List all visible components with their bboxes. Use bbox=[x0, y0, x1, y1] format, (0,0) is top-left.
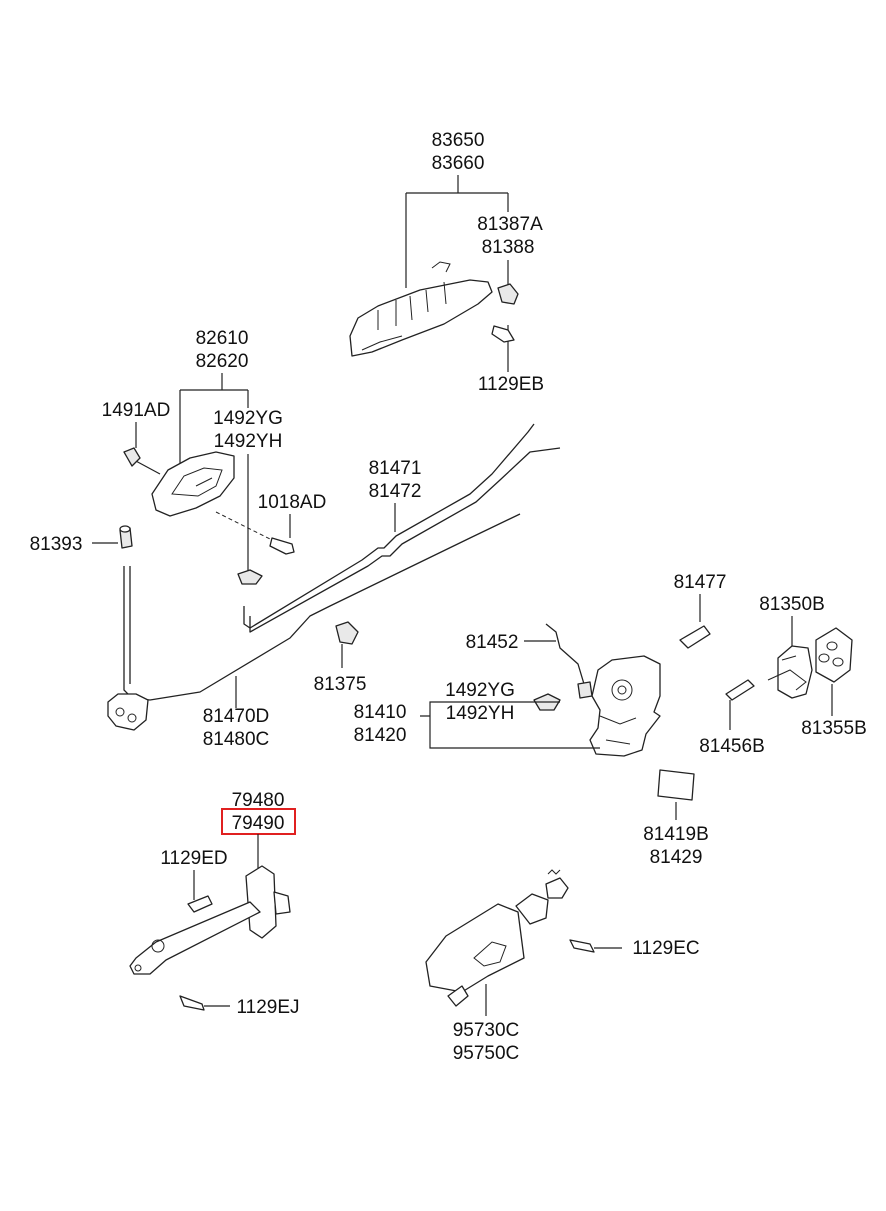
part-label-81419B[interactable]: 81419B bbox=[643, 824, 709, 845]
clip-1492YG-a bbox=[237, 569, 263, 585]
part-label-81477[interactable]: 81477 bbox=[674, 572, 727, 593]
part-label-1492YG-b[interactable]: 1492YG bbox=[445, 680, 515, 701]
striker-group: 81350B 81355B 81456B bbox=[699, 594, 867, 757]
shim-hole-2 bbox=[818, 653, 830, 663]
part-label-95750C[interactable]: 95750C bbox=[453, 1043, 520, 1064]
door-check-group: 79480 79490 1129ED 1129EJ bbox=[129, 790, 300, 1018]
screw-81456B bbox=[725, 679, 755, 701]
inside-handle-recess bbox=[171, 467, 223, 497]
screw-1129ED bbox=[187, 895, 213, 913]
part-label-1129EJ[interactable]: 1129EJ bbox=[236, 997, 299, 1018]
shim-hole-1 bbox=[826, 641, 838, 651]
part-label-1492YH-b[interactable]: 1492YH bbox=[446, 703, 515, 724]
screw-axis-1018AD bbox=[215, 511, 273, 541]
inside-handle bbox=[151, 451, 235, 517]
door-check-stopper bbox=[273, 891, 291, 915]
part-label-81452[interactable]: 81452 bbox=[466, 632, 519, 653]
actuator-group: 95730C 95750C 1129EC bbox=[425, 869, 700, 1064]
leader-line-81410 bbox=[420, 701, 600, 749]
bracket-hole-2 bbox=[127, 713, 137, 723]
part-label-81375[interactable]: 81375 bbox=[314, 674, 367, 695]
part-label-81388[interactable]: 81388 bbox=[482, 237, 535, 258]
rod-81471 bbox=[243, 423, 535, 629]
part-label-81480C[interactable]: 81480C bbox=[203, 729, 270, 750]
part-label-81393[interactable]: 81393 bbox=[30, 534, 83, 555]
rod-bracket-81470D bbox=[107, 693, 149, 731]
pin-81393-head bbox=[119, 525, 131, 533]
striker-81350B bbox=[777, 645, 813, 699]
part-label-1129ED[interactable]: 1129ED bbox=[160, 848, 227, 869]
part-label-81350B[interactable]: 81350B bbox=[759, 594, 825, 615]
outside-handle-detail bbox=[377, 261, 451, 330]
bracket-hole-1 bbox=[115, 707, 125, 717]
inside-handle-group: 82610 82620 1491AD 1492YG 1492YH 1018AD bbox=[102, 328, 327, 585]
latch-cam-pin bbox=[617, 685, 627, 695]
part-label-82610[interactable]: 82610 bbox=[196, 328, 249, 349]
latch-group: 81477 81452 1492YG 1492YH 81410 81420 81… bbox=[354, 572, 727, 868]
part-label-79480[interactable]: 79480 bbox=[232, 790, 285, 811]
screw-1129EB bbox=[491, 325, 515, 343]
screw-1018AD bbox=[269, 537, 295, 555]
part-label-83660[interactable]: 83660 bbox=[432, 153, 485, 174]
clip-81387A bbox=[497, 283, 519, 305]
outside-handle-edge bbox=[361, 335, 403, 351]
inside-handle-lever bbox=[195, 477, 213, 487]
screw-1129EC bbox=[569, 939, 595, 953]
outside-handle-group: 83650 83660 81387A 81388 1129EB bbox=[349, 130, 544, 395]
label-sticker-81419B bbox=[657, 769, 695, 801]
rod-81472 bbox=[249, 447, 561, 633]
actuator-window bbox=[473, 941, 507, 967]
door-check-arm bbox=[129, 901, 261, 975]
actuator-rod-end bbox=[447, 985, 469, 1007]
part-label-81471[interactable]: 81471 bbox=[369, 458, 422, 479]
latch-rod-clip bbox=[577, 681, 593, 699]
part-label-1492YG-a[interactable]: 1492YG bbox=[213, 408, 283, 429]
bolt-81477 bbox=[679, 625, 711, 649]
part-label-83650[interactable]: 83650 bbox=[432, 130, 485, 151]
shim-81355B bbox=[815, 627, 853, 683]
part-label-95730C[interactable]: 95730C bbox=[453, 1020, 520, 1041]
part-label-1492YH-a[interactable]: 1492YH bbox=[214, 431, 283, 452]
part-label-81355B[interactable]: 81355B bbox=[801, 718, 867, 739]
latch-cam bbox=[611, 679, 633, 701]
clip-81375 bbox=[335, 621, 359, 645]
actuator-motor bbox=[515, 893, 549, 925]
rod-group-81470D: 81393 81470D 81480C 81375 bbox=[30, 513, 521, 750]
part-label-82620[interactable]: 82620 bbox=[196, 351, 249, 372]
part-label-1129EC[interactable]: 1129EC bbox=[632, 938, 699, 959]
actuator-spring-coil bbox=[547, 869, 561, 875]
part-label-1491AD[interactable]: 1491AD bbox=[102, 400, 171, 421]
door-latch-81410 bbox=[589, 655, 661, 757]
part-label-81410[interactable]: 81410 bbox=[354, 702, 407, 723]
door-check-hole bbox=[134, 964, 142, 972]
actuator-95730C bbox=[425, 903, 525, 993]
striker-loop bbox=[767, 655, 807, 691]
part-label-81420[interactable]: 81420 bbox=[354, 725, 407, 746]
part-label-81429[interactable]: 81429 bbox=[650, 847, 703, 868]
door-check-pivot bbox=[151, 939, 165, 953]
leader-line-1491AD bbox=[133, 422, 161, 475]
screw-1129EJ bbox=[179, 995, 205, 1011]
leader-line-82610 bbox=[179, 373, 249, 470]
leader-line-83650 bbox=[405, 175, 509, 288]
shim-hole-3 bbox=[832, 657, 844, 667]
latch-detail bbox=[599, 715, 637, 745]
door-check-bracket-79490 bbox=[245, 865, 277, 939]
clip-1491AD bbox=[123, 447, 141, 467]
part-label-81470D[interactable]: 81470D bbox=[203, 706, 270, 727]
part-label-79490[interactable]: 79490 bbox=[232, 813, 285, 834]
part-label-1018AD[interactable]: 1018AD bbox=[258, 492, 327, 513]
outside-handle bbox=[349, 279, 493, 357]
rod-81452 bbox=[545, 623, 585, 685]
part-label-81472[interactable]: 81472 bbox=[369, 481, 422, 502]
rod-group-81471: 81471 81472 bbox=[243, 423, 561, 633]
part-label-1129EB[interactable]: 1129EB bbox=[478, 374, 544, 395]
part-label-81387A[interactable]: 81387A bbox=[477, 214, 543, 235]
rod-81470D bbox=[123, 513, 521, 701]
actuator-spring bbox=[545, 877, 569, 899]
part-label-81456B[interactable]: 81456B bbox=[699, 736, 765, 757]
